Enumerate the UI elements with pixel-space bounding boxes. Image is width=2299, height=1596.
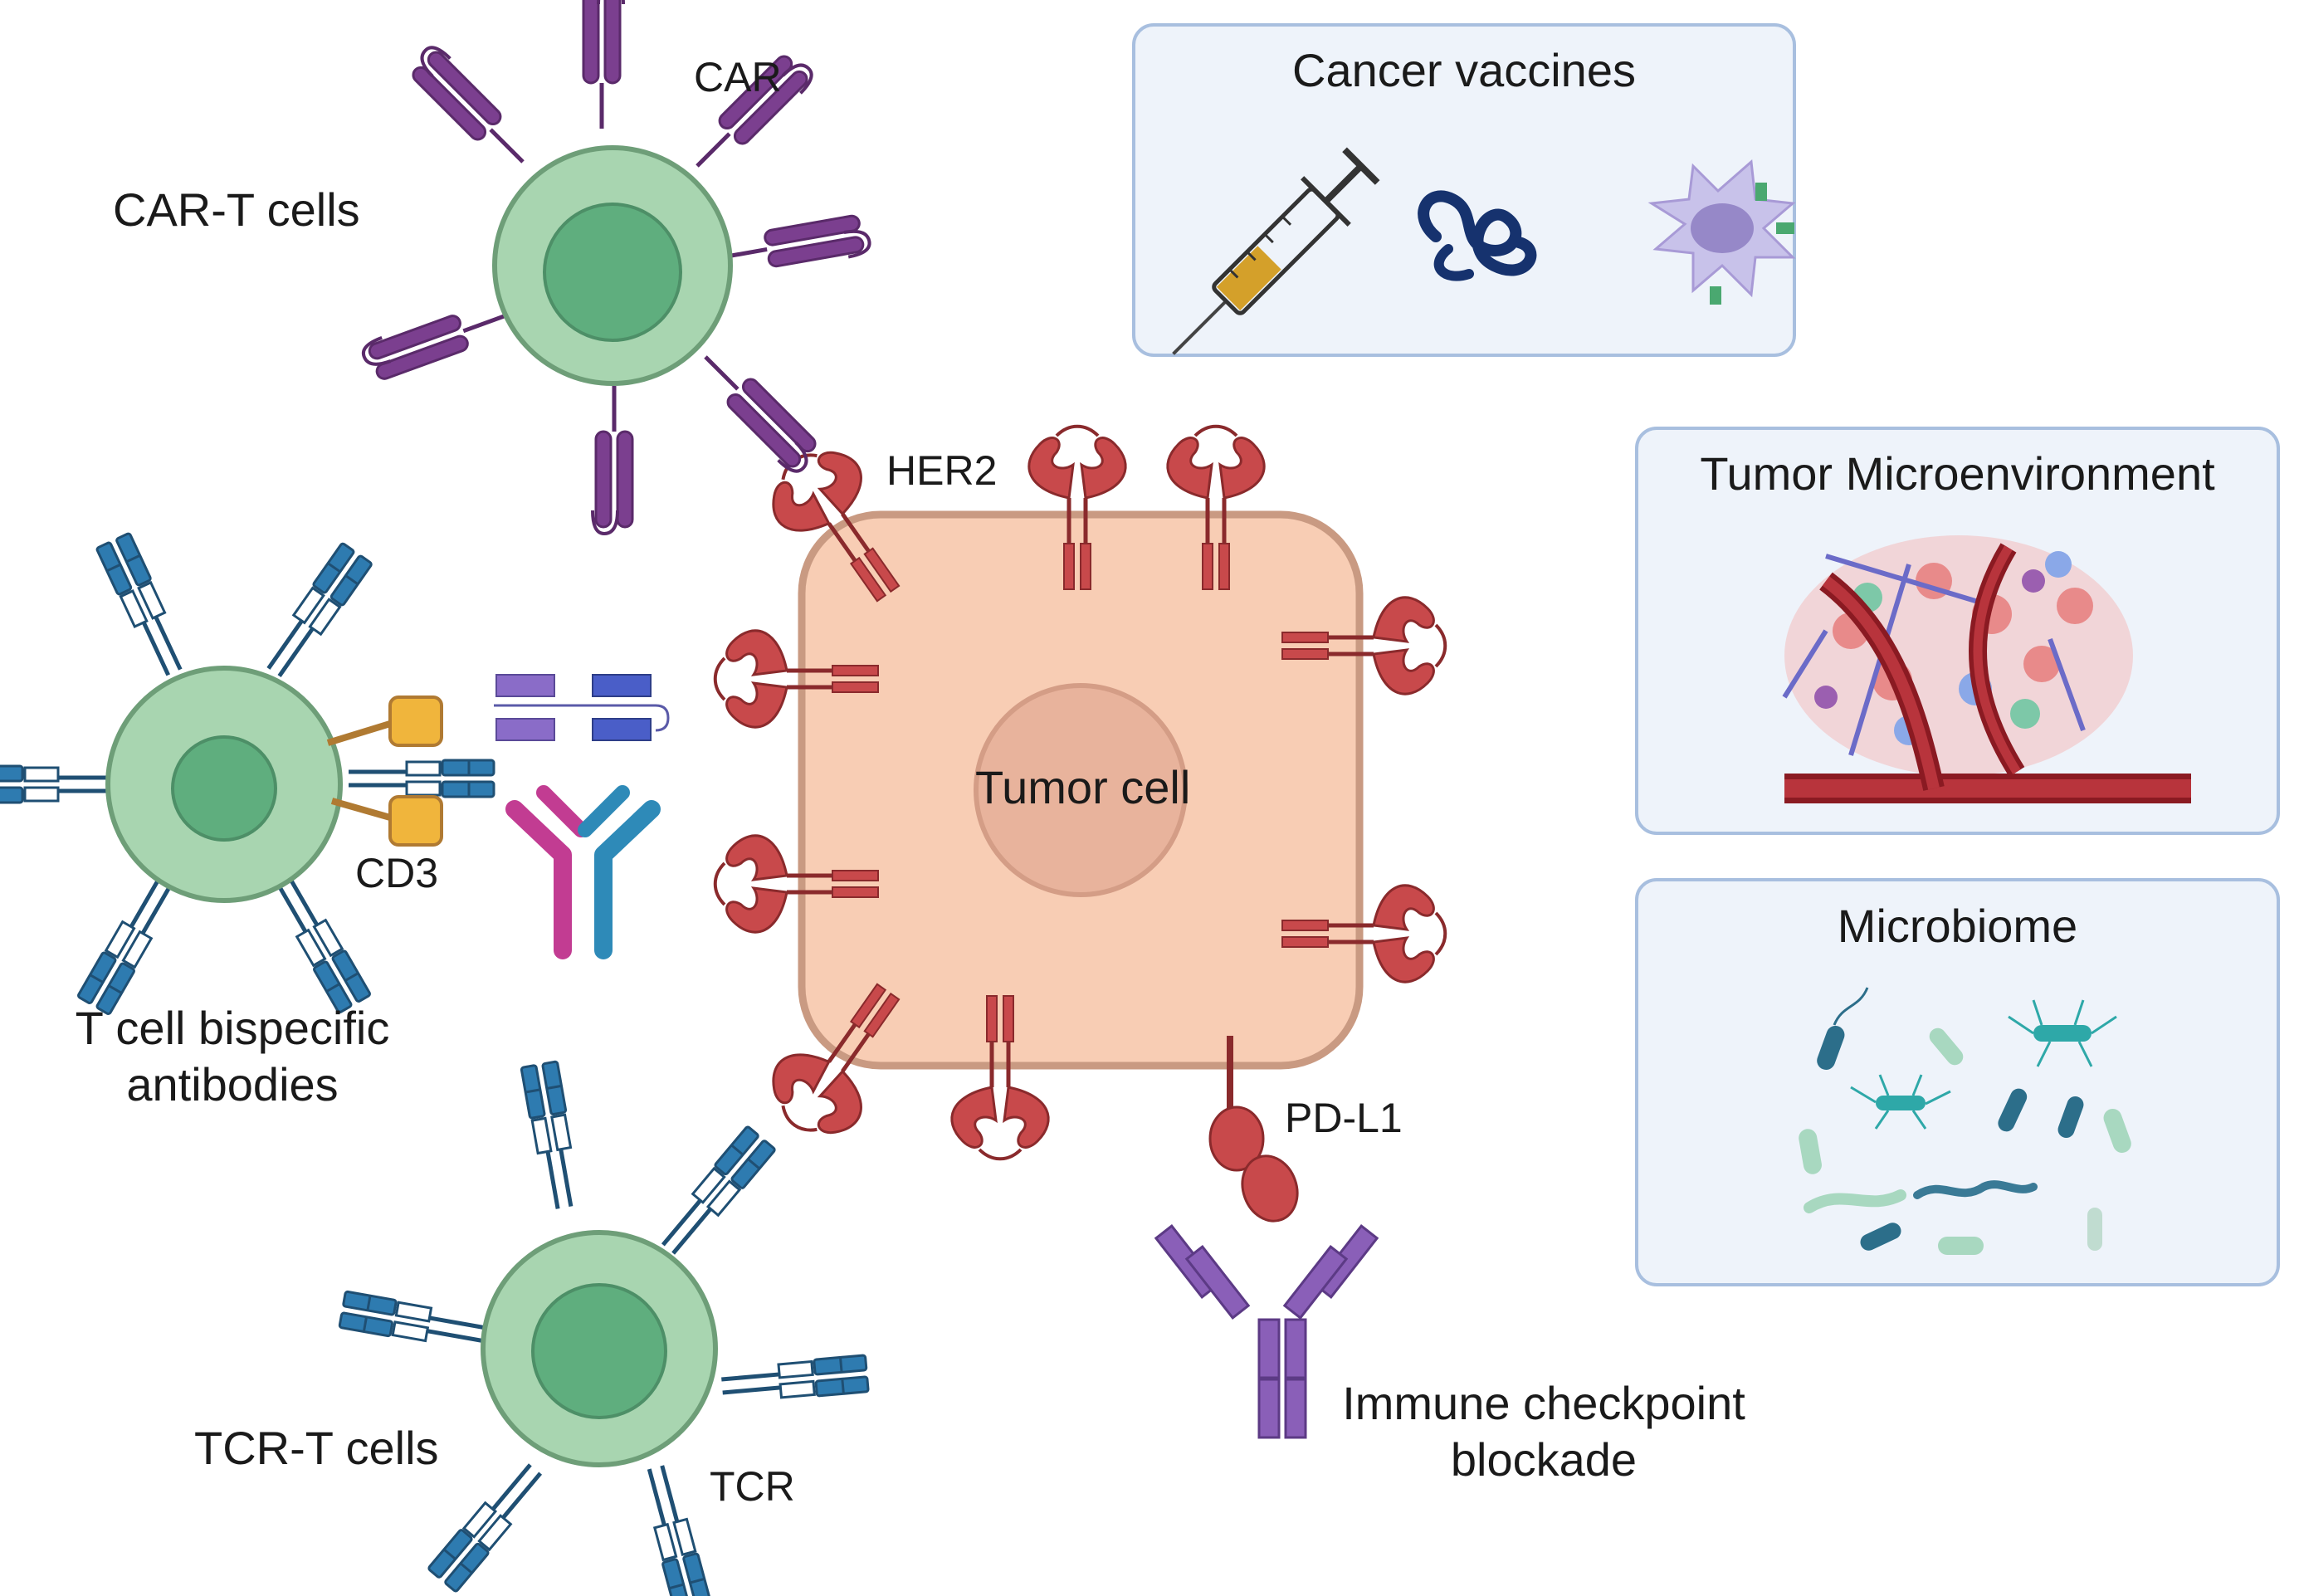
tumor-cell [798,510,1364,1070]
cancer-vaccines-title: Cancer vaccines [1292,44,1636,96]
syringe-icon [1172,147,1380,355]
tcr-label: TCR [710,1463,795,1510]
tumor-microenvironment-title: Tumor Microenvironment [1700,447,2215,500]
bispecific-t-cell [0,533,494,1014]
car-t-cells-label: CAR-T cells [113,183,360,236]
checkpoint-label-line2: blockade [1450,1432,1638,1486]
cd3-label: CD3 [355,850,439,896]
tumor-cell-label: Tumor cell [975,761,1191,813]
checkpoint-label: Immune checkpoint blockade [1311,1378,1776,1485]
microbiome-panel [1635,878,2280,1286]
tcr-t-cells-label: TCR-T cells [194,1422,439,1474]
microbiome-illustration [1799,987,2131,1255]
bispecific-label-line1: T cell bispecific [75,1002,390,1054]
car-label: CAR [694,54,782,100]
bispecific-label: T cell bispecific antibodies [33,1003,432,1110]
car-t-cell [360,0,871,534]
pd-l1-label: PD-L1 [1285,1095,1403,1141]
checkpoint-antibody [1154,1224,1379,1439]
microbiome-title: Microbiome [1837,900,2078,952]
tumor-microenvironment-illustration [1782,535,2191,803]
dendritic-cell-icon [1647,159,1796,305]
tcr-t-cell [339,1062,868,1596]
pd-l1-molecule [1208,1036,1299,1223]
bispecific-fragment [494,674,670,741]
protein-icon [1418,190,1537,281]
her2-label: HER2 [886,447,998,494]
bispecific-label-line2: antibodies [126,1057,339,1110]
checkpoint-label-line1: Immune checkpoint [1342,1377,1745,1429]
cd3-molecules [326,696,443,847]
tumor-nucleus [974,683,1188,897]
bispecific-antibody [505,785,661,959]
